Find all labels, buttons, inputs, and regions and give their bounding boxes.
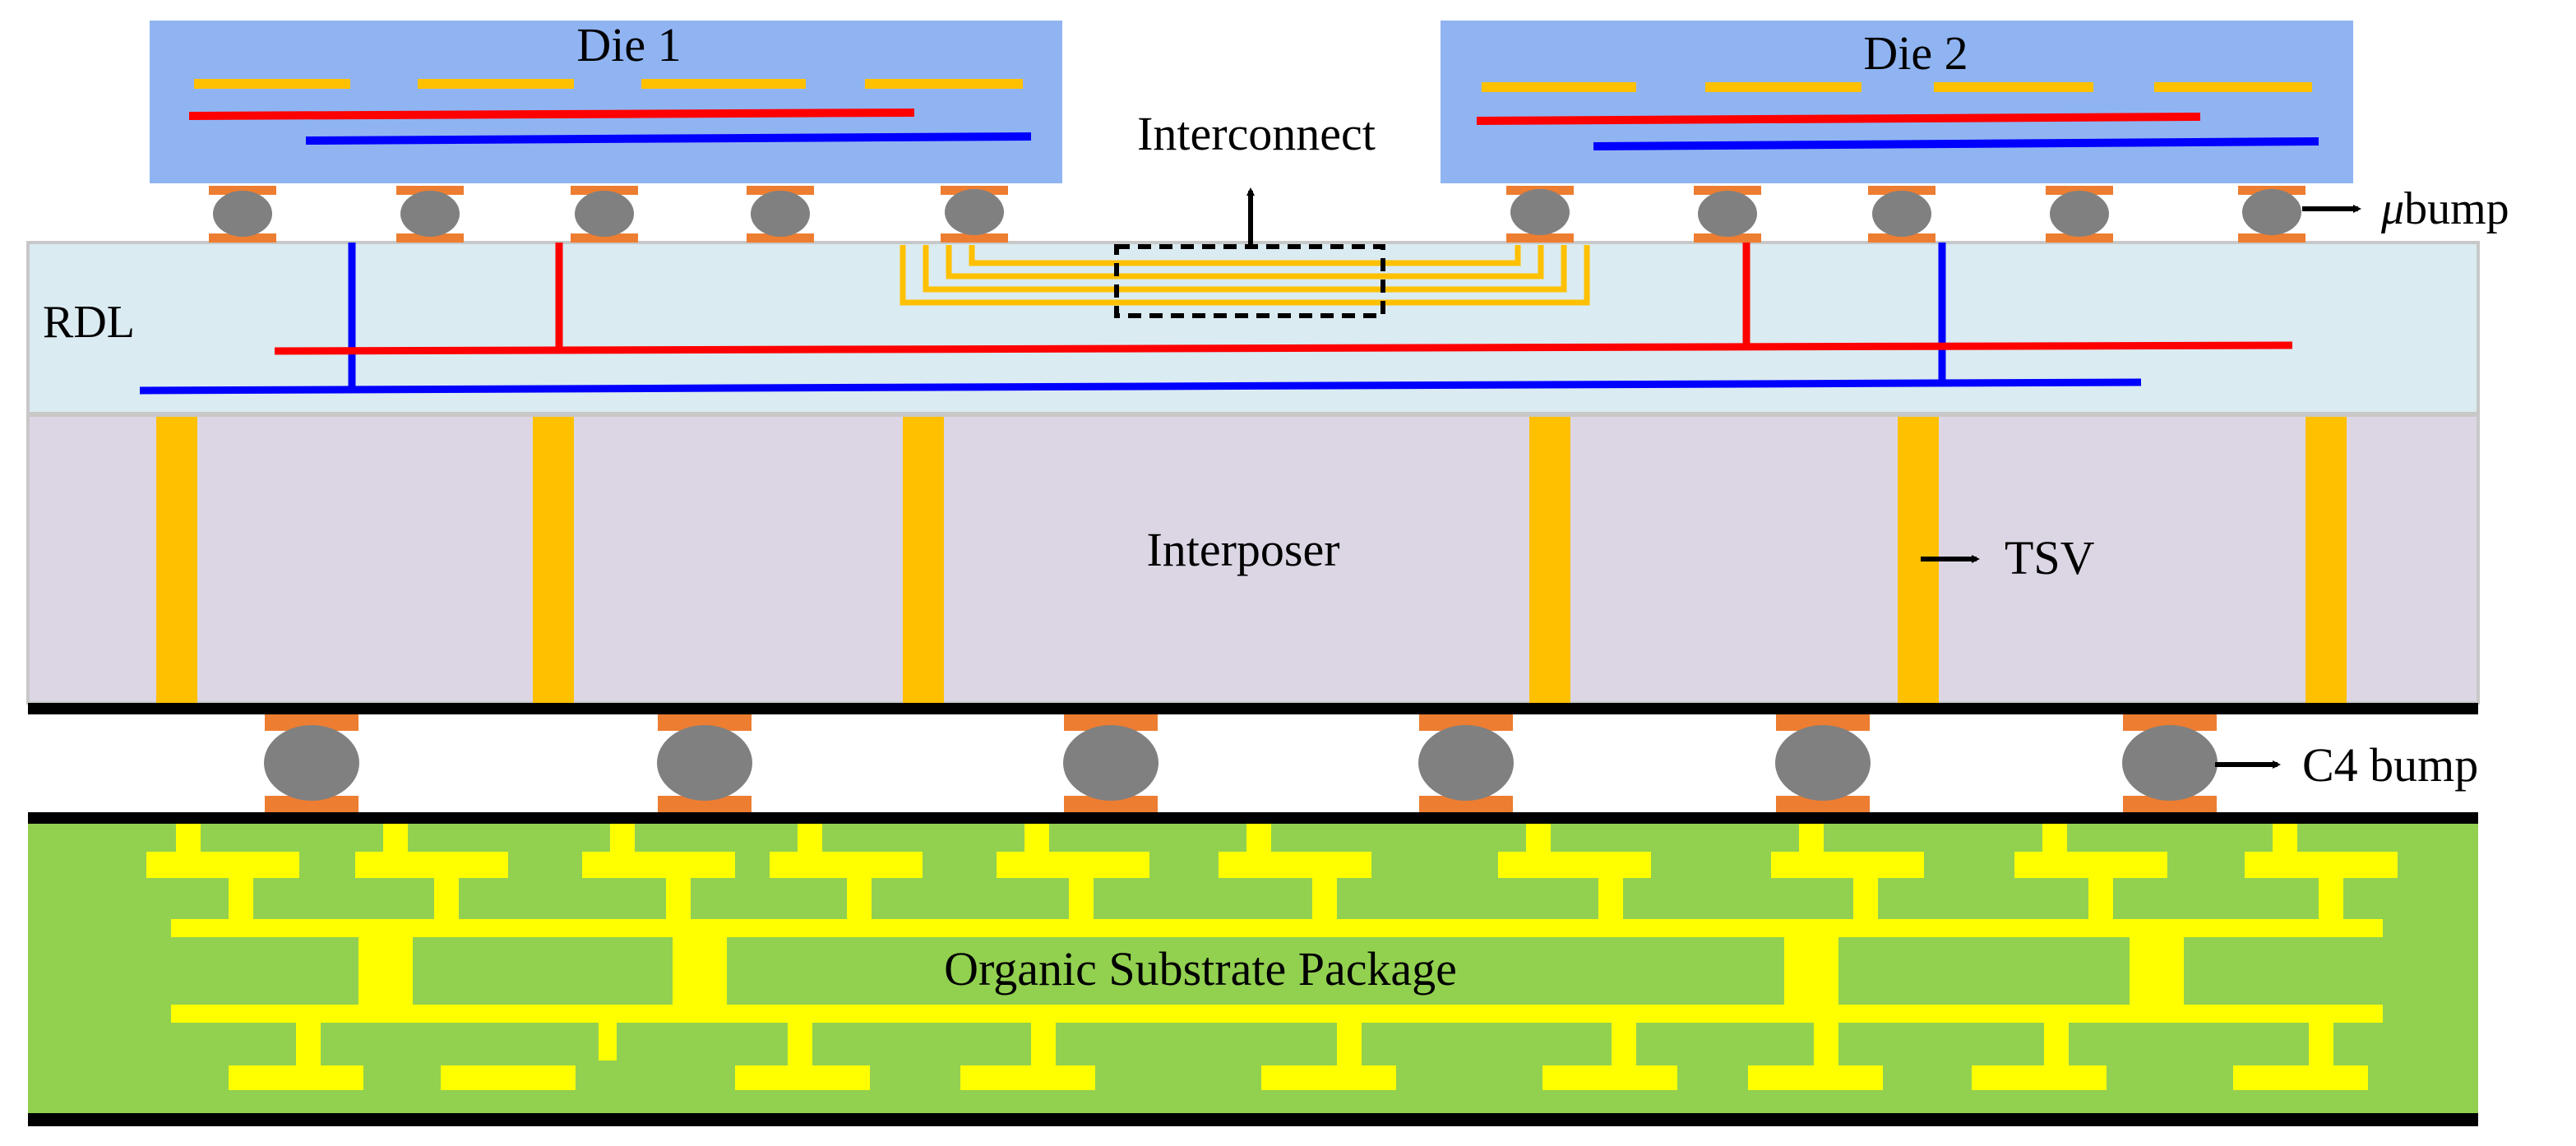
rdl-layer: RDL xyxy=(26,241,2480,415)
interposer-body xyxy=(26,414,2480,705)
bump-word: bump xyxy=(2404,183,2509,234)
tsv-group xyxy=(156,417,2347,703)
tsv xyxy=(533,417,574,703)
interconnect-traces xyxy=(900,245,1590,306)
micro-bumps xyxy=(209,186,2305,243)
micro-bump xyxy=(2238,186,2305,243)
ubump-callout: μbump xyxy=(2302,183,2509,234)
substrate-label: Organic Substrate Package xyxy=(944,942,1457,996)
mu-symbol: μ xyxy=(2380,183,2404,234)
c4-bump xyxy=(1063,714,1159,812)
micro-bump xyxy=(571,186,638,243)
tsv xyxy=(1529,417,1570,703)
micro-bump xyxy=(941,186,1008,243)
die-2-red-trace xyxy=(1476,113,2201,125)
micro-bump xyxy=(1506,186,1574,243)
tsv xyxy=(2305,417,2347,703)
c4-bump xyxy=(657,714,752,812)
substrate-traces xyxy=(146,824,2398,1090)
c4-bump-label: C4 bump xyxy=(2302,738,2478,792)
substrate-bottom-line xyxy=(28,1113,2478,1126)
interconnect-callout: Interconnect xyxy=(1137,107,1376,247)
die-2: Die 2 xyxy=(1441,21,2353,183)
die-1-body xyxy=(150,21,1062,183)
die-2-body xyxy=(1441,21,2353,183)
rdl-blue-trace xyxy=(139,378,2142,395)
ubump-label: μbump xyxy=(2380,183,2509,234)
interposer-layer: Interposer TSV xyxy=(26,414,2480,705)
tsv-label: TSV xyxy=(2005,531,2095,585)
tsv-callout: TSV xyxy=(1921,531,2095,585)
c4-bump xyxy=(2122,714,2218,812)
substrate-top-line xyxy=(28,812,2478,824)
tsv xyxy=(903,417,944,703)
die-1: Die 1 xyxy=(150,18,1062,183)
micro-bump xyxy=(209,186,276,243)
interposer-label: Interposer xyxy=(1146,523,1339,576)
interconnect-label: Interconnect xyxy=(1137,107,1376,160)
die-1-label: Die 1 xyxy=(576,18,681,72)
c4-bump xyxy=(1775,714,1871,812)
rdl-label: RDL xyxy=(43,297,135,348)
interposer-bottom-line xyxy=(28,703,2478,714)
micro-bump xyxy=(396,186,464,243)
c4-bump xyxy=(264,714,359,812)
micro-bump xyxy=(1694,186,1761,243)
c4-bumps xyxy=(264,714,2218,812)
micro-bump xyxy=(1868,186,1935,243)
micro-bump xyxy=(747,186,814,243)
die-1-blue-trace xyxy=(305,132,1032,145)
micro-bump xyxy=(2046,186,2113,243)
die-2-blue-trace xyxy=(1593,137,2319,150)
rdl-red-trace xyxy=(274,341,2293,355)
c4-callout: C4 bump xyxy=(2215,738,2478,792)
die-1-red-trace xyxy=(188,109,915,120)
substrate-layer: Organic Substrate Package xyxy=(28,824,2478,1126)
tsv xyxy=(156,417,197,703)
c4-bump xyxy=(1418,714,1514,812)
die-2-label: Die 2 xyxy=(1863,26,1968,80)
